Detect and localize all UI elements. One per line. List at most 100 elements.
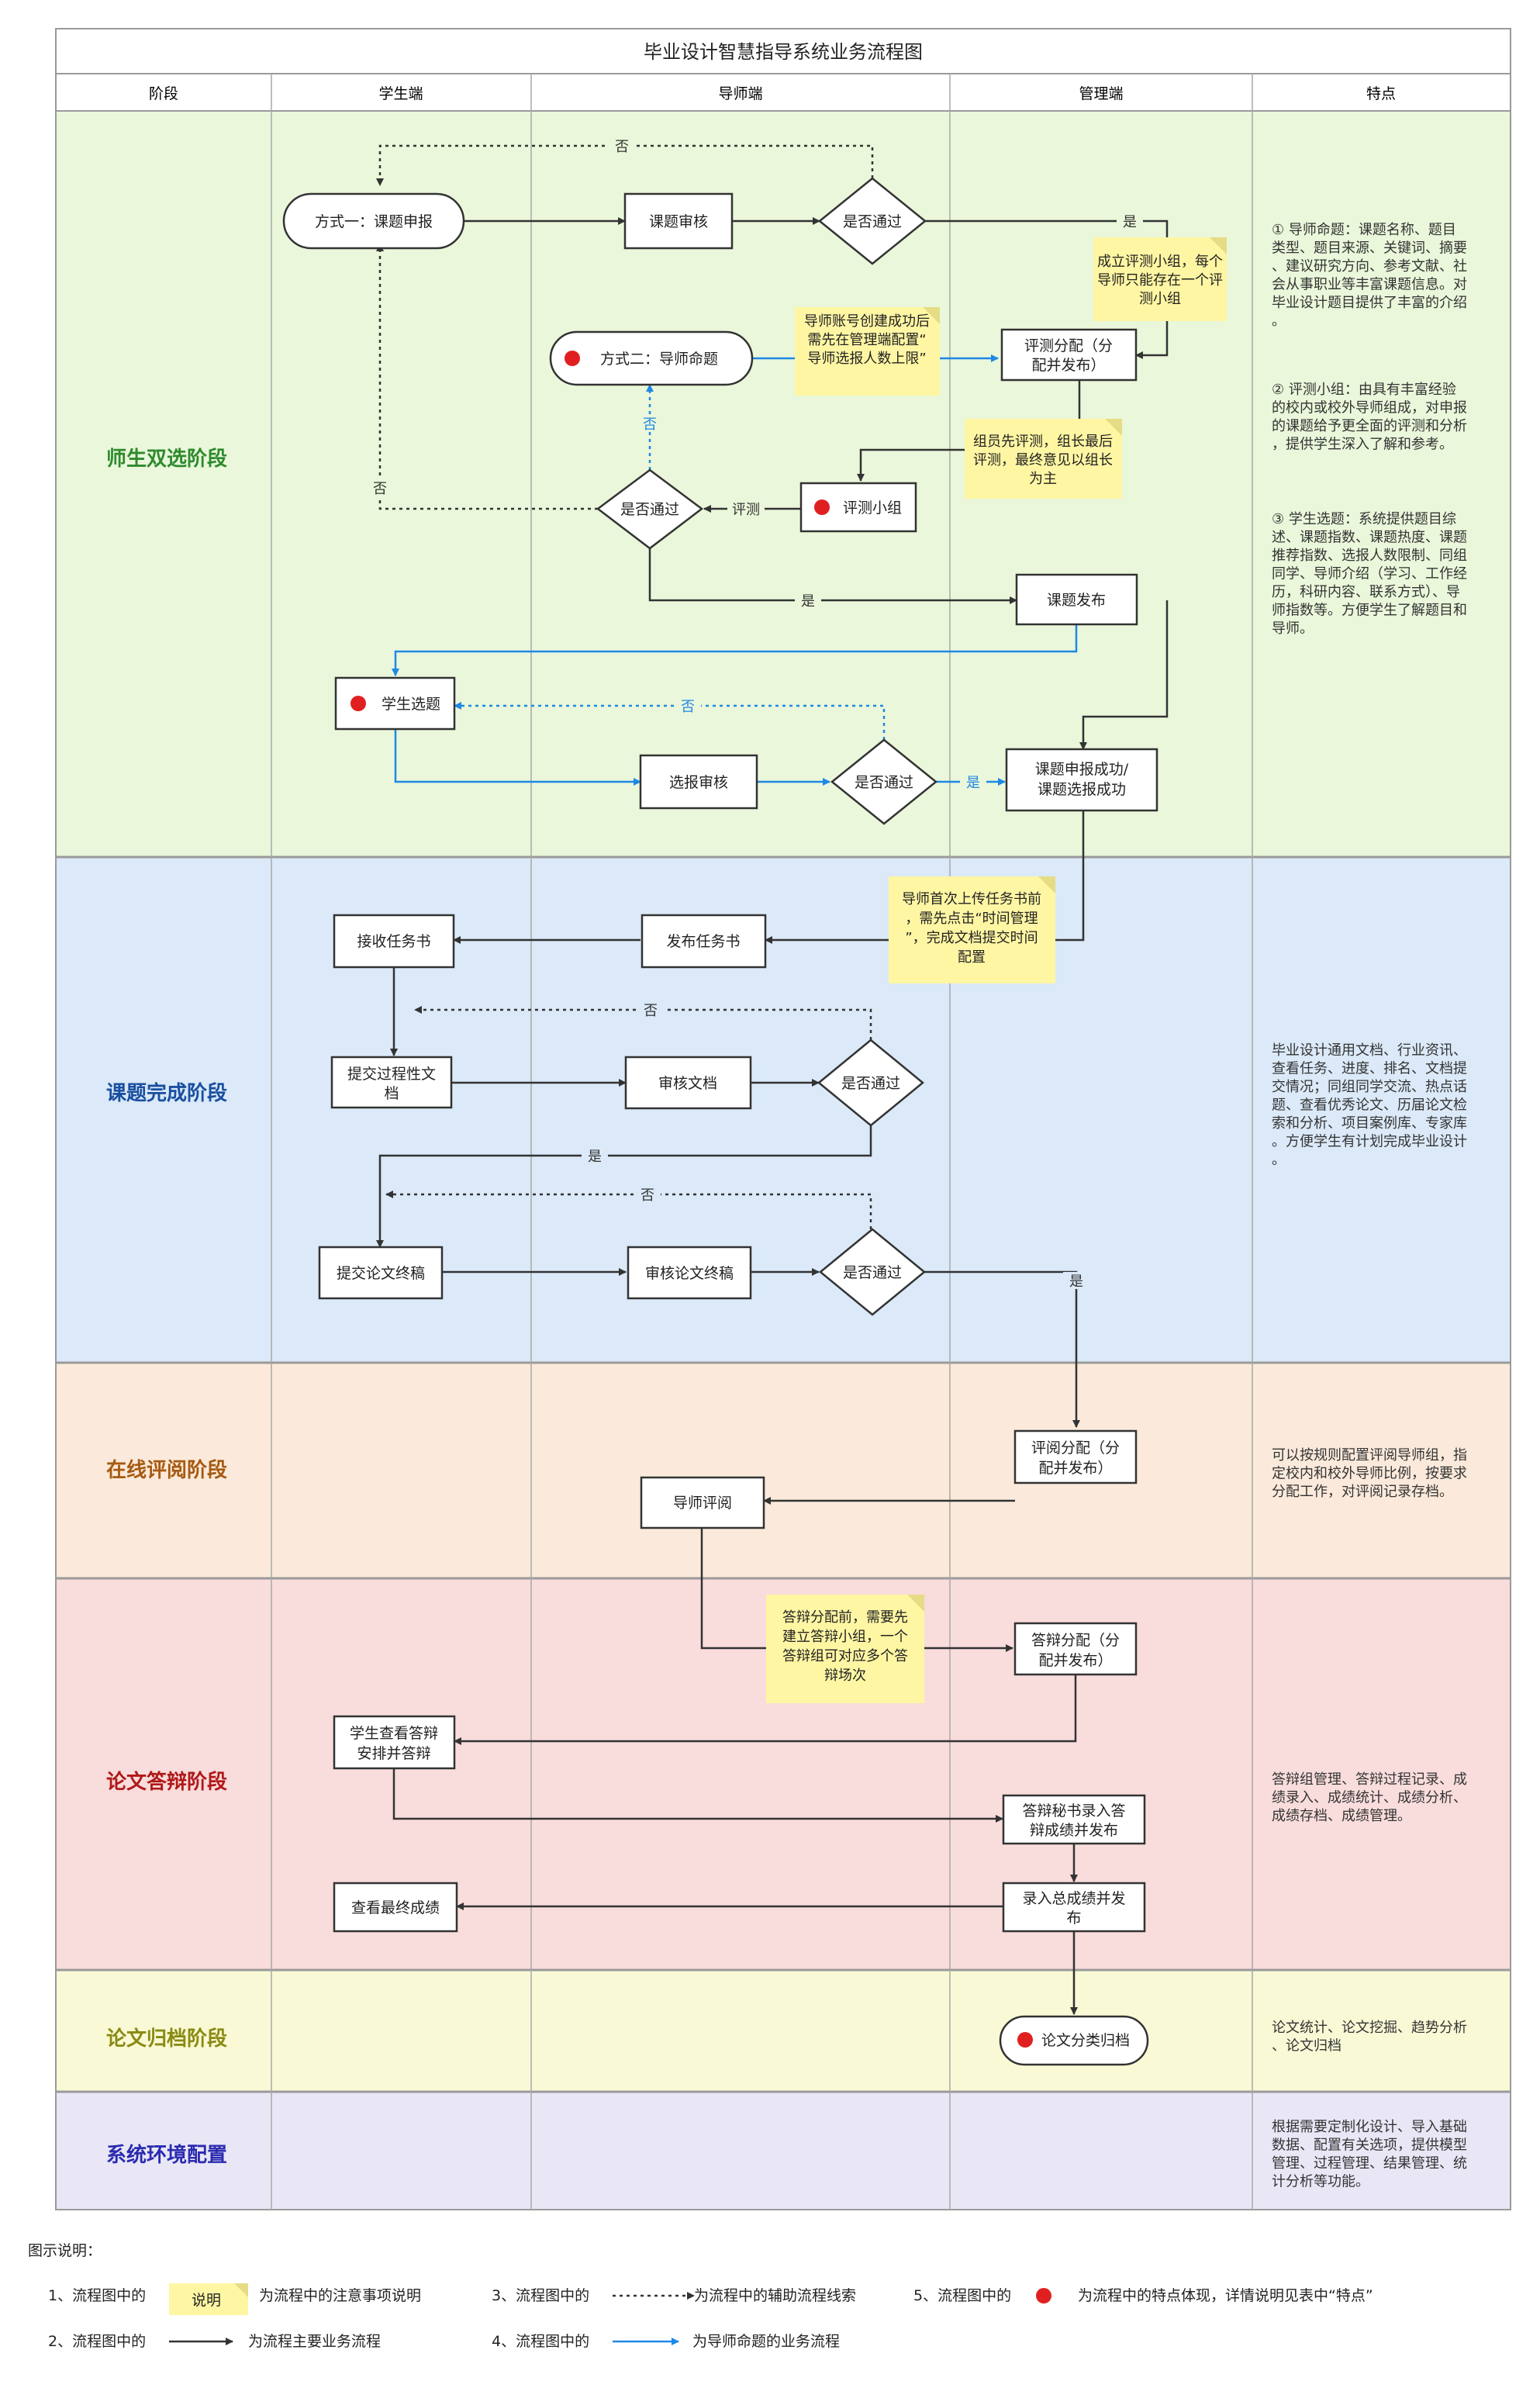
node-xbsh-label: 选报审核	[669, 774, 728, 791]
node-dbmslr-label: 答辩秘书录入答辩成绩并发布	[1022, 1802, 1125, 1839]
node-dspy-label: 导师评阅	[673, 1495, 732, 1512]
stage-bg-5	[56, 1970, 1511, 2092]
node-pyfp	[1013, 1429, 1138, 1484]
legend-red-dot-icon	[1036, 2288, 1051, 2303]
feature-dot-icon	[350, 696, 366, 711]
node-xsckdb	[333, 1715, 456, 1770]
node-xsckdb-label: 学生查看答辩安排并答辩	[350, 1725, 438, 1762]
edge	[392, 624, 1078, 676]
node-shwd	[624, 1056, 752, 1110]
edge	[376, 144, 874, 186]
feature-s4: 答辩组管理、答辩过程记录、成绩录入、成绩统计、成绩分析、成绩存档、成绩管理。	[1272, 1771, 1467, 1824]
note-2: 导师账号创建成功后需先在管理端配置“导师选报人数上限”	[795, 307, 940, 396]
node-sftg-label: 是否通过	[843, 213, 902, 230]
note-3: 组员先评测，组长最后评测，最终意见以组长为主	[965, 419, 1122, 499]
legend-item-3-prefix: 3、流程图中的	[492, 2287, 589, 2304]
edge	[1079, 600, 1169, 750]
legend-item-3-desc: 为流程中的辅助流程线索	[694, 2287, 856, 2304]
node-lwflgd-label: 论文分类归档	[1041, 2032, 1130, 2049]
node-dbfp	[1013, 1622, 1138, 1676]
node-ktsh	[623, 192, 734, 250]
node-tjlwzg	[318, 1246, 444, 1300]
edge-label-yes: 是	[966, 775, 980, 791]
edge	[765, 810, 1085, 944]
stage-bg-2	[56, 857, 1511, 1363]
stage-name-3: 在线评阅阶段	[106, 1458, 227, 1482]
node-shlwzg-label: 审核论文终稿	[645, 1265, 734, 1282]
node-jsrws-label: 接收任务书	[357, 933, 430, 950]
note-5-text: 答辩分配前，需要先建立答辩小组，一个答辩组可对应多个答辩场次	[782, 1609, 908, 1684]
feature-dot-icon	[565, 351, 580, 366]
stage-bg-3	[56, 1363, 1511, 1578]
edge	[385, 1191, 872, 1229]
column-header-feature: 特点	[1366, 85, 1396, 102]
node-sftg3	[830, 738, 937, 825]
edge	[394, 729, 641, 786]
node-sftg4-label: 是否通过	[841, 1075, 900, 1092]
edge-label-yes: 是	[1069, 1274, 1083, 1290]
stage-bg-6	[56, 2092, 1511, 2210]
column-header-stage: 阶段	[149, 85, 178, 102]
node-pyfp-label: 评阅分配（分配并发布）	[1031, 1439, 1120, 1477]
feature-s1-item-1: ① 导师命题：课题名称、题目类型、题目来源、关键词、摘要、建议研究方向、参考文献…	[1272, 222, 1467, 330]
node-sftg5	[819, 1228, 926, 1316]
legend-item-4-desc: 为导师命题的业务流程	[692, 2333, 840, 2350]
stage-name-4: 论文答辩阶段	[106, 1770, 227, 1794]
legend-note-symbol-label: 说明	[192, 2292, 221, 2309]
legend-item-2-prefix: 2、流程图中的	[48, 2333, 146, 2350]
legend-item-4-prefix: 4、流程图中的	[492, 2333, 589, 2350]
node-sftg3-label: 是否通过	[855, 774, 913, 791]
node-sftg2-label: 是否通过	[620, 501, 679, 518]
node-pcfp-label: 评测分配（分配并发布）	[1024, 337, 1113, 374]
legend-heading: 图示说明：	[28, 2242, 102, 2259]
node-shlwzg	[627, 1246, 752, 1300]
edge	[454, 1674, 1077, 1745]
feature-dot-icon	[1017, 2032, 1033, 2048]
diagram-title: 毕业设计智慧指导系统业务流程图	[644, 41, 923, 63]
edge-label-yes: 是	[588, 1149, 602, 1165]
node-fbrws-label: 发布任务书	[666, 933, 740, 950]
node-dspy	[640, 1476, 765, 1529]
feature-s6: 根据需要定制化设计、导入基础数据、配置有关选项，提供模型管理、过程管理、结果管理…	[1272, 2119, 1467, 2190]
node-xbsh	[639, 754, 758, 810]
note-3-text: 组员先评测，组长最后评测，最终意见以组长为主	[973, 434, 1113, 487]
column-header-admin: 管理端	[1079, 85, 1123, 102]
stage-name-1: 师生双选阶段	[106, 447, 227, 471]
stage-name-5: 论文归档阶段	[106, 2027, 227, 2051]
note-1-text: 成立评测小组，每个导师只能存在一个评测小组	[1097, 254, 1223, 307]
feature-s2: 毕业设计通用文档、行业资讯、查看任务、进度、排名、文档提交情况；同组同学交流、热…	[1272, 1042, 1467, 1168]
column-header-tutor: 导师端	[718, 85, 762, 102]
edge	[376, 1125, 872, 1248]
node-ckzzcj-label: 查看最终成绩	[351, 1899, 440, 1916]
node-ktfb	[1015, 573, 1138, 626]
node-xsxt-label: 学生选题	[382, 696, 440, 713]
edge-label-no: 否	[681, 699, 695, 715]
edge-label-no: 否	[641, 1187, 654, 1204]
node-sftg	[818, 177, 927, 265]
feature-s5: 论文统计、论文挖掘、趋势分析、论文归档	[1272, 2020, 1467, 2055]
edge-label-no: 否	[644, 1003, 658, 1019]
feature-s3: 可以按规则配置评阅导师组，指定校内和校外导师比例，按要求分配工作，对评阅记录存档…	[1272, 1447, 1467, 1500]
feature-s1-item-2: ② 评测小组：由具有丰富经验的校内或校外导师组成，对申报的课题给予更全面的评测和…	[1272, 382, 1467, 453]
node-pcxz-label: 评测小组	[843, 499, 902, 517]
node-dbmslr	[1002, 1794, 1146, 1845]
node-pcfp	[1000, 328, 1138, 382]
node-lrzcj-label: 录入总成绩并发布	[1022, 1890, 1125, 1927]
note-5: 答辩分配前，需要先建立答辩小组，一个答辩组可对应多个答辩场次	[766, 1595, 924, 1703]
feature-s1-item-3: ③ 学生选题：系统提供题目综述、课题指数、课题热度、课题推荐指数、选报人数限制、…	[1272, 511, 1467, 637]
legend-item-2-desc: 为流程主要业务流程	[248, 2333, 381, 2350]
node-fbrws	[641, 914, 767, 969]
node-ktsh-label: 课题审核	[649, 213, 708, 230]
node-tjlwzg-label: 提交论文终稿	[337, 1265, 425, 1282]
feature-dot-icon	[814, 499, 830, 515]
edge-label-no: 否	[373, 481, 387, 497]
node-ckzzcj	[333, 1882, 458, 1933]
node-lwflgd	[999, 2015, 1149, 2066]
legend-item-5-desc: 为流程中的特点体现，详情说明见表中“特点”	[1078, 2287, 1373, 2304]
node-sftg5-label: 是否通过	[843, 1264, 902, 1281]
note-2-text: 导师账号创建成功后需先在管理端配置“导师选报人数上限”	[804, 313, 930, 367]
table-border	[55, 28, 1511, 2210]
node-tjgcwd-label: 提交过程性文档	[347, 1066, 436, 1102]
node-dbfp-label: 答辩分配（分配并发布）	[1031, 1632, 1120, 1669]
